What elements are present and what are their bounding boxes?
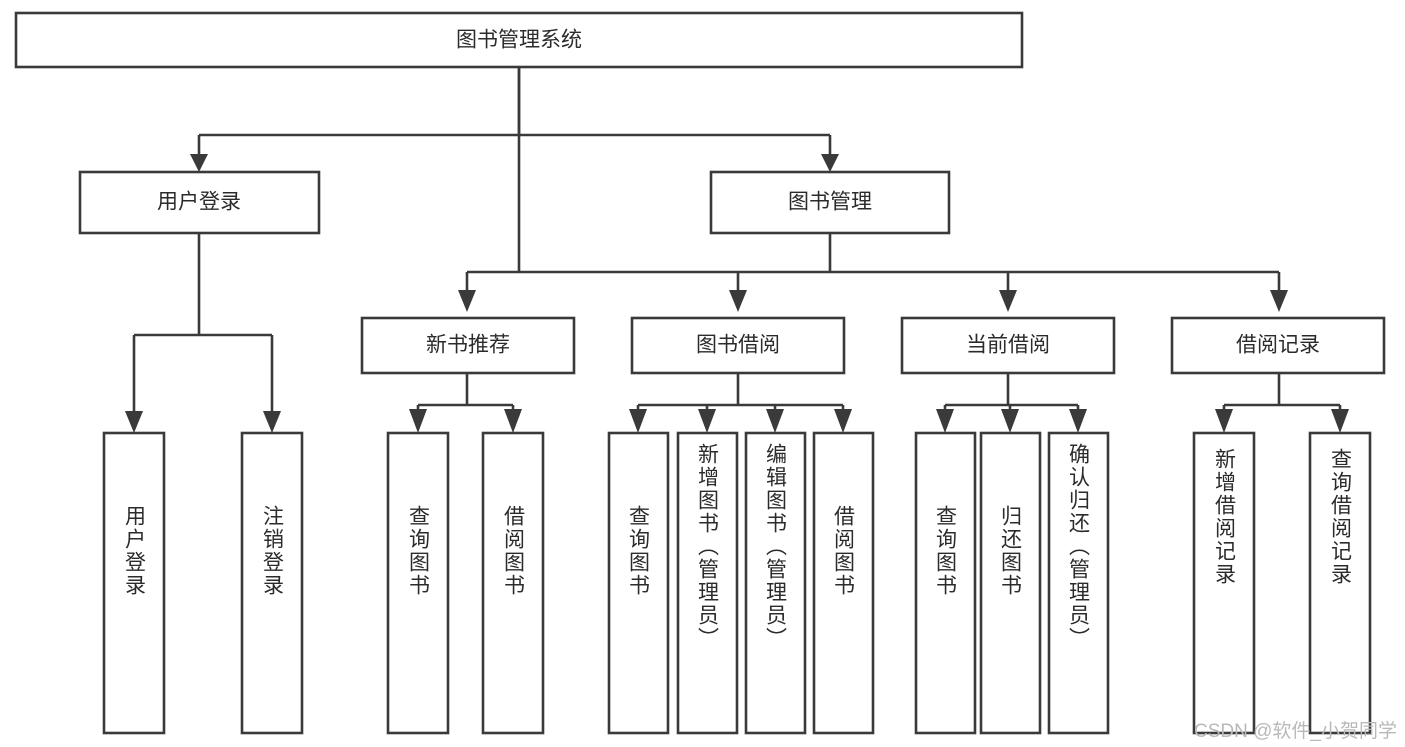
- arrow-current-borrow-leaf-1: [1001, 409, 1019, 433]
- node-root-label: 图书管理系统: [456, 29, 582, 52]
- node-root[interactable]: 图书管理系统: [14, 11, 1024, 69]
- connector-layer: [125, 67, 1349, 433]
- node-borrow-record[interactable]: 借阅记录: [1170, 316, 1386, 375]
- arrow-to-book-manage: [821, 154, 839, 172]
- node-book-borrow[interactable]: 图书借阅: [630, 316, 846, 375]
- arrow-new-book-leaf-0: [409, 409, 427, 433]
- arrow-current-borrow-leaf-0: [936, 409, 954, 433]
- leaf-box-current-borrow-1[interactable]: [979, 431, 1042, 735]
- arrow-book-borrow-leaf-3: [834, 409, 852, 433]
- arrow-to-book-borrow: [729, 290, 747, 312]
- leaf-box-book-borrow-1[interactable]: [676, 431, 739, 735]
- arrow-borrow-record-leaf-0: [1215, 409, 1233, 433]
- node-new-book-recommend[interactable]: 新书推荐: [360, 316, 576, 375]
- leaf-box-user-login-1[interactable]: [240, 431, 304, 735]
- arrow-current-borrow-leaf-2: [1069, 409, 1087, 433]
- arrow-user-login-leaf-1: [263, 411, 281, 433]
- arrow-borrow-record-leaf-1: [1331, 409, 1349, 433]
- arrow-user-login-leaf-0: [125, 411, 143, 433]
- leaf-box-borrow-record-1[interactable]: [1308, 431, 1372, 735]
- arrow-book-borrow-leaf-2: [766, 409, 784, 433]
- node-layer: 图书管理系统 用户登录 图书管理 新书推荐 图书借阅 当前: [14, 11, 1386, 735]
- leaf-box-book-borrow-0[interactable]: [607, 431, 670, 735]
- arrow-to-current-borrow: [999, 290, 1017, 312]
- leaf-box-user-login-0[interactable]: [102, 431, 166, 735]
- leaf-box-new-book-1[interactable]: [481, 431, 545, 735]
- arrow-to-user-login: [190, 154, 208, 172]
- leaf-box-current-borrow-2[interactable]: [1047, 431, 1110, 735]
- node-user-login-label: 用户登录: [157, 191, 241, 214]
- arrow-book-borrow-leaf-0: [629, 409, 647, 433]
- leaf-box-borrow-record-0[interactable]: [1192, 431, 1256, 735]
- leaf-box-current-borrow-0[interactable]: [914, 431, 977, 735]
- leaf-box-new-book-0[interactable]: [386, 431, 450, 735]
- node-book-manage[interactable]: 图书管理: [709, 170, 951, 235]
- leaf-box-book-borrow-3[interactable]: [812, 431, 875, 735]
- node-borrow-record-label: 借阅记录: [1236, 334, 1320, 357]
- watermark-text: CSDN @软件_小贺同学: [1194, 721, 1397, 742]
- arrow-book-borrow-leaf-1: [698, 409, 716, 433]
- node-new-book-recommend-label: 新书推荐: [426, 334, 510, 357]
- node-book-manage-label: 图书管理: [788, 191, 872, 214]
- arrow-new-book-leaf-1: [504, 409, 522, 433]
- arrow-to-new-book: [458, 290, 476, 312]
- arrow-to-borrow-record: [1270, 290, 1288, 312]
- node-book-borrow-label: 图书借阅: [696, 334, 780, 357]
- node-current-borrow-label: 当前借阅: [966, 334, 1050, 357]
- node-current-borrow[interactable]: 当前借阅: [900, 316, 1116, 375]
- node-user-login[interactable]: 用户登录: [78, 170, 321, 235]
- leaf-box-book-borrow-2[interactable]: [744, 431, 807, 735]
